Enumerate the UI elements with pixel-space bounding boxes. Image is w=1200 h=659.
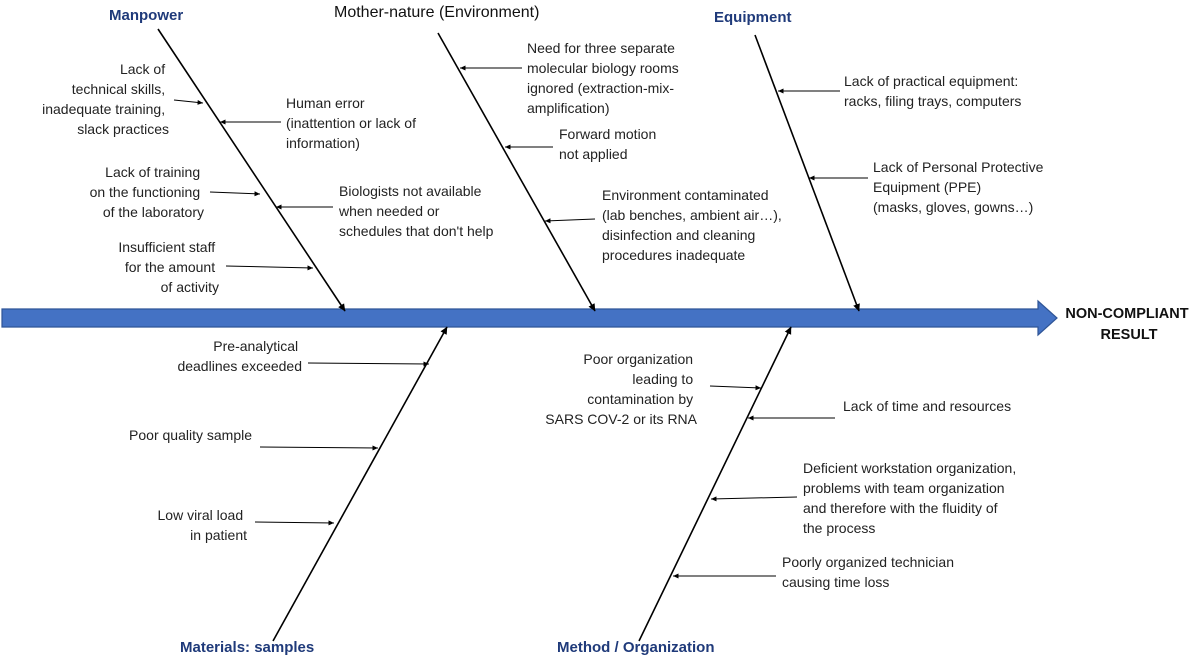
- cause-label: Lack of practical equipment: racks, fili…: [844, 73, 1022, 109]
- cause-arrow: [307, 361, 430, 367]
- cause-label: Lack of Personal Protective Equipment (P…: [873, 159, 1047, 215]
- cause-arrow: [209, 191, 261, 197]
- category-equipment: Equipment: [714, 9, 792, 26]
- bone-manpower: [157, 28, 346, 312]
- cause-label: Poor quality sample: [129, 427, 252, 443]
- category-materials: Materials: samples: [180, 639, 314, 656]
- cause-arrow: [254, 520, 335, 526]
- effect-line: RESULT: [1101, 327, 1158, 343]
- bone-environment: [437, 32, 596, 312]
- effect-label: NON-COMPLIANT RESULT: [1065, 306, 1192, 343]
- cause-label: Lack of technical skills, inadequate tra…: [42, 61, 169, 137]
- cause-label: Need for three separate molecular biolog…: [527, 40, 683, 116]
- cause-label: Deficient workstation organization, prob…: [803, 460, 1020, 536]
- cause-label: Biologists not available when needed or …: [338, 183, 494, 239]
- bone-equipment: [754, 34, 860, 312]
- category-method: Method / Organization: [557, 639, 715, 656]
- cause-label: Human error (inattention or lack of info…: [286, 95, 420, 151]
- bone-method: [638, 326, 792, 642]
- cause-arrow: [225, 265, 314, 271]
- cause-label: Lack of time and resources: [843, 398, 1011, 414]
- category-environment: Mother-nature (Environment): [334, 4, 539, 21]
- cause-arrow: [259, 445, 379, 451]
- effect-line: NON-COMPLIANT: [1065, 306, 1188, 322]
- cause-arrow: [544, 218, 596, 224]
- cause-arrow: [710, 496, 798, 502]
- cause-label: Low viral load in patient: [158, 507, 248, 543]
- cause-label: Insufficient staff for the amount of act…: [118, 239, 219, 295]
- spine-arrow: [1, 299, 1058, 337]
- cause-label: Poorly organized technician causing time…: [782, 554, 958, 590]
- cause-label: Forward motion not applied: [559, 126, 660, 162]
- cause-label: Lack of training on the functioning of t…: [90, 164, 204, 220]
- bone-materials: [272, 326, 448, 642]
- cause-label: Pre-analytical deadlines exceeded: [177, 338, 302, 374]
- cause-arrow: [709, 385, 762, 391]
- cause-label: Environment contaminated (lab benches, a…: [602, 187, 786, 263]
- cause-arrow: [173, 99, 204, 105]
- category-manpower: Manpower: [109, 7, 183, 24]
- cause-label: Poor organization leading to contaminati…: [545, 351, 697, 427]
